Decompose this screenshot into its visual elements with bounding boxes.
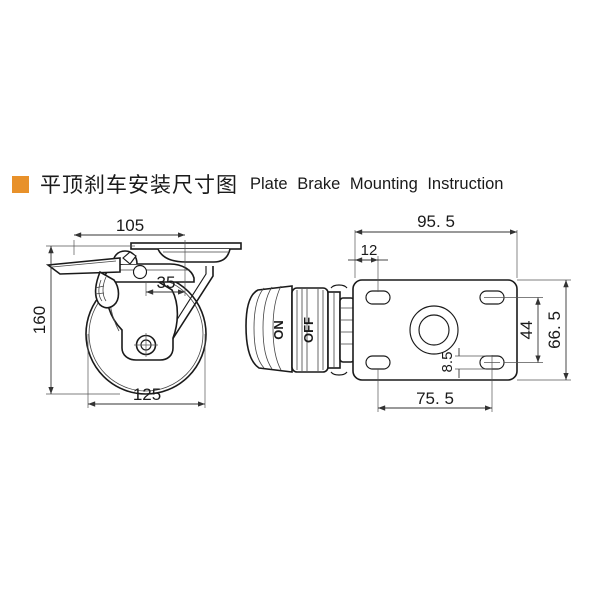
mounting-plate-top-view (352, 279, 518, 381)
slot-br-centermark (484, 355, 500, 371)
brake-lever-pivot (94, 270, 120, 309)
dimension-95-5: 95. 5 (354, 212, 518, 278)
top-plate-underside (157, 248, 231, 263)
dimension-105: 105 (73, 216, 186, 262)
section-title: 平顶刹车安装尺寸图 Plate Brake Mounting Instructi… (0, 168, 600, 200)
dimension-12: 12 (348, 242, 388, 292)
dim85-label: 8.5 (439, 352, 456, 373)
dim955-label: 95. 5 (417, 212, 455, 231)
brake-on-label: ON (271, 320, 286, 340)
dim35-label: 35 (157, 273, 176, 292)
dimension-66-5: 66. 5 (517, 279, 571, 381)
title-bullet-icon (12, 175, 29, 193)
swivel-caster-side-view (45, 242, 242, 395)
fork-right-leg-inner (165, 266, 207, 338)
dimension-8-5: 8.5 (439, 348, 492, 378)
brake-pedal-off-ribs (296, 289, 324, 371)
dimension-75-5: 75. 5 (377, 369, 493, 412)
dim44-label: 44 (517, 321, 536, 340)
brake-off-label: OFF (301, 317, 316, 343)
dim755-label: 75. 5 (416, 389, 454, 408)
brake-pedal-on-rib3 (272, 285, 282, 371)
center-bore-inner (418, 314, 450, 346)
dim160-label: 160 (30, 306, 49, 334)
brake-pedal: ON OFF (245, 284, 355, 376)
dimension-35: 35 (145, 262, 186, 296)
brake-pedal-on-rib1 (253, 287, 265, 369)
dimension-44: 44 (504, 297, 543, 363)
mounting-slot-bottom-left (365, 355, 391, 370)
dimension-125: 125 (87, 334, 206, 408)
brake-pedal-on-rib2 (262, 286, 273, 370)
brake-pivot-line1 (98, 279, 103, 302)
fork-yoke-body (105, 277, 179, 361)
swivel-raceway-hole (132, 264, 148, 280)
axle-centermark (134, 333, 158, 357)
title-english: Plate Brake Mounting Instruction (250, 174, 504, 193)
brake-bracket-top-cap (330, 284, 348, 289)
title-chinese: 平顶刹车安装尺寸图 (40, 173, 238, 197)
mounting-slot-top-left (365, 290, 391, 305)
brake-lever-arm-line (51, 260, 117, 268)
brake-pedal-on-body (245, 285, 293, 373)
dim105-label: 105 (116, 216, 144, 235)
brake-pivot-line2 (102, 276, 107, 302)
dimension-160: 160 (30, 245, 135, 395)
brake-bracket-neck-ribs (340, 307, 354, 345)
dim12-label: 12 (361, 242, 378, 259)
brake-bracket-bot-cap (330, 371, 348, 376)
brake-pivot-teeth (94, 285, 105, 295)
dim665-label: 66. 5 (545, 311, 564, 349)
brake-linkage-stub (122, 251, 137, 265)
dim125-label: 125 (133, 385, 161, 404)
top-plate-edge (130, 242, 242, 250)
